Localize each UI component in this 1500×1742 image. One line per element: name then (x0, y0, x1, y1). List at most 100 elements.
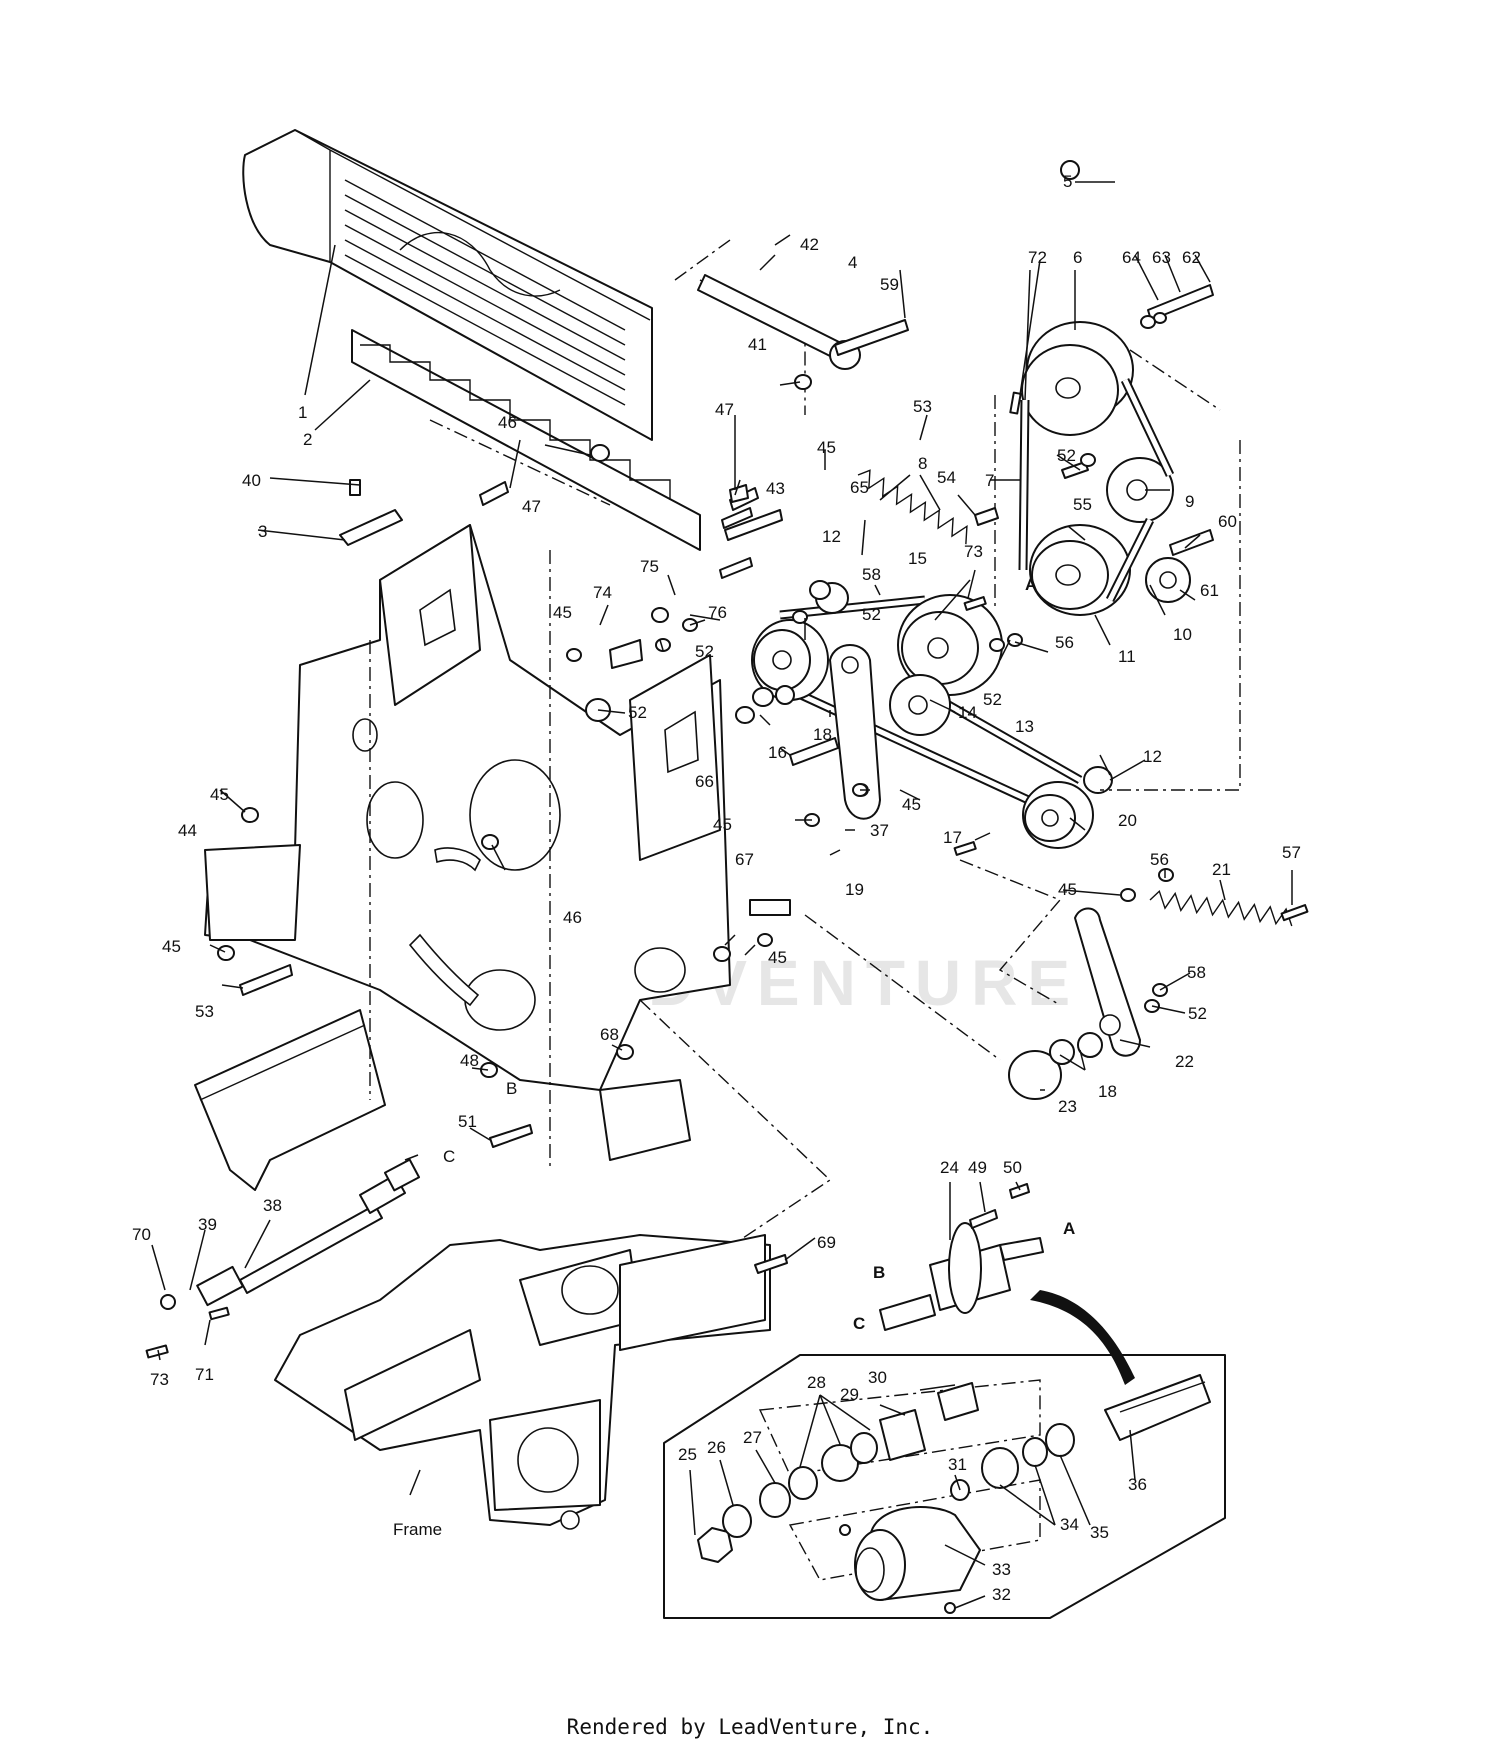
callout-33: 33 (992, 1560, 1011, 1579)
callout-23: 23 (1058, 1097, 1077, 1116)
callout-58b: 58 (1187, 963, 1206, 982)
callout-67: 67 (735, 850, 754, 869)
leader-lines (151, 181, 1293, 1609)
callout-12b: 12 (1143, 747, 1162, 766)
callout-12a: 12 (822, 527, 841, 546)
callout-60: 60 (1218, 512, 1237, 531)
pulley-assembly-middle (751, 582, 1113, 849)
callout-35: 35 (1090, 1523, 1109, 1542)
callout-15: 15 (908, 549, 927, 568)
callout-14: 14 (958, 703, 977, 722)
detail-inset (663, 1290, 1226, 1619)
callouts: 1 2 3 4 5 6 7 8 9 10 11 12 12 13 14 15 1… (132, 172, 1301, 1604)
ref-letter-a2: A (1063, 1219, 1075, 1238)
callout-29: 29 (840, 1385, 859, 1404)
callout-20: 20 (1118, 811, 1137, 830)
callout-7: 7 (985, 471, 994, 490)
ref-letter-b2: B (873, 1263, 885, 1282)
callout-42: 42 (800, 235, 819, 254)
callout-43: 43 (766, 479, 785, 498)
hardware (145, 160, 1309, 1359)
callout-9: 9 (1185, 492, 1194, 511)
callout-4: 4 (848, 253, 857, 272)
idler-arm (1008, 907, 1141, 1100)
callout-30: 30 (868, 1368, 887, 1387)
callout-5: 5 (1063, 172, 1072, 191)
callout-26: 26 (707, 1438, 726, 1457)
callout-72: 72 (1028, 248, 1047, 267)
callout-21: 21 (1212, 860, 1231, 879)
callout-32: 32 (992, 1585, 1011, 1604)
callout-54: 54 (937, 468, 956, 487)
callout-51: 51 (458, 1112, 477, 1131)
callout-49: 49 (968, 1158, 987, 1177)
callout-64: 64 (1122, 248, 1141, 267)
chassis-plate (204, 524, 731, 1161)
callout-48: 48 (460, 1051, 479, 1070)
callout-47b: 47 (522, 497, 541, 516)
callout-56a: 56 (1055, 633, 1074, 652)
springs (857, 469, 1293, 927)
callout-22: 22 (1175, 1052, 1194, 1071)
frame-label: Frame (393, 1520, 442, 1539)
pulley-assembly-upper (1018, 321, 1191, 616)
callout-8: 8 (918, 454, 927, 473)
callout-46b: 46 (563, 908, 582, 927)
frame (274, 1234, 771, 1530)
callout-73a: 73 (964, 542, 983, 561)
callout-52d: 52 (628, 703, 647, 722)
callout-38: 38 (263, 1196, 282, 1215)
callout-46a: 46 (498, 413, 517, 432)
callout-45b: 45 (162, 937, 181, 956)
callout-39: 39 (198, 1215, 217, 1234)
callout-31: 31 (948, 1455, 967, 1474)
callout-17: 17 (943, 828, 962, 847)
ref-letter-c2: C (853, 1314, 865, 1333)
callout-1: 1 (298, 403, 307, 422)
driveshaft (160, 1158, 421, 1310)
callout-53b: 53 (195, 1002, 214, 1021)
callout-45d: 45 (817, 438, 836, 457)
callout-66: 66 (695, 772, 714, 791)
callout-70: 70 (132, 1225, 151, 1244)
callout-71: 71 (195, 1365, 214, 1384)
callout-24: 24 (940, 1158, 959, 1177)
callout-18b: 18 (1098, 1082, 1117, 1101)
callout-74: 74 (593, 583, 612, 602)
callout-76: 76 (708, 603, 727, 622)
callout-6: 6 (1073, 248, 1082, 267)
callout-37: 37 (870, 821, 889, 840)
callout-75: 75 (640, 557, 659, 576)
callout-45e: 45 (902, 795, 921, 814)
callout-45c: 45 (553, 603, 572, 622)
callout-52a: 52 (1057, 446, 1076, 465)
callout-18a: 18 (813, 725, 832, 744)
callout-2: 2 (303, 430, 312, 449)
callout-62: 62 (1182, 248, 1201, 267)
callout-40: 40 (242, 471, 261, 490)
callout-56b: 56 (1150, 850, 1169, 869)
callout-45g: 45 (768, 948, 787, 967)
callout-53a: 53 (913, 397, 932, 416)
callout-41: 41 (748, 335, 767, 354)
callout-10: 10 (1173, 625, 1192, 644)
callout-45h: 45 (1058, 880, 1077, 899)
callout-73b: 73 (150, 1370, 169, 1389)
callout-16: 16 (768, 743, 787, 762)
callout-11: 11 (1118, 647, 1136, 666)
callout-47a: 47 (715, 400, 734, 419)
callout-45a: 45 (210, 785, 229, 804)
callout-27: 27 (743, 1428, 762, 1447)
ref-letter-a1: A (1025, 575, 1037, 594)
callout-63: 63 (1152, 248, 1171, 267)
callout-19: 19 (845, 880, 864, 899)
callout-52e: 52 (983, 690, 1002, 709)
callout-57: 57 (1282, 843, 1301, 862)
ref-letter-b1: B (506, 1079, 517, 1098)
callout-28: 28 (807, 1373, 826, 1392)
callout-68: 68 (600, 1025, 619, 1044)
grille (242, 129, 653, 441)
callout-55: 55 (1073, 495, 1092, 514)
ref-letter-c1: C (443, 1147, 455, 1166)
